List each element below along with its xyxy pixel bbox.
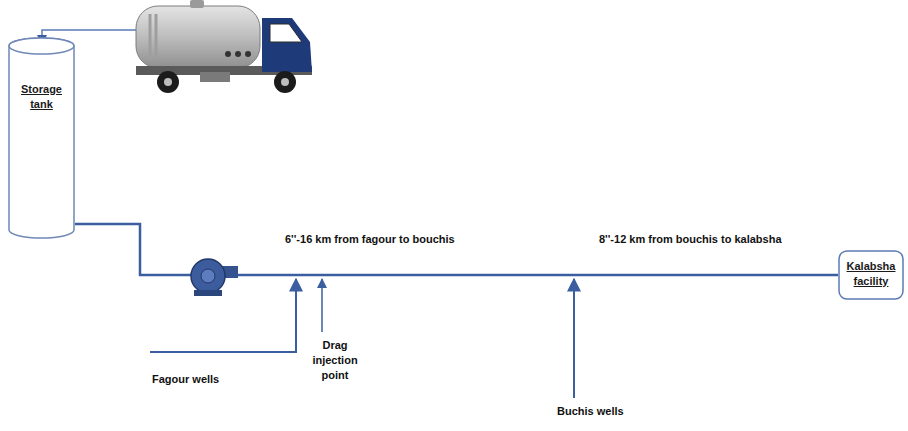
- facility-outline: [839, 251, 903, 299]
- truck-ladder: [149, 14, 152, 60]
- tanker-truck: [136, 0, 312, 93]
- pipeline: [75, 224, 838, 275]
- truck-box: [200, 72, 230, 82]
- tank-body: [9, 38, 74, 238]
- truck-light: [235, 51, 241, 57]
- tank-outline: [8, 38, 75, 238]
- pump-base: [194, 290, 222, 296]
- truck-hub: [164, 78, 172, 86]
- injection-label: Drag injection point: [304, 338, 366, 383]
- truck-wheel: [157, 71, 179, 93]
- pump-body: [191, 259, 225, 293]
- truck-cab: [262, 18, 312, 72]
- truck-hatch: [190, 0, 204, 8]
- fagour-inflow-arrow: [150, 279, 296, 352]
- facility-box: Kalabsha facility: [838, 250, 904, 300]
- truck-wheel: [274, 71, 296, 93]
- storage-tank: Storage tank: [8, 38, 75, 238]
- well-label: Fagour wells: [150, 372, 221, 387]
- injection-arrow: [321, 279, 323, 332]
- truck-ladder: [155, 14, 158, 60]
- pump-eye: [201, 269, 215, 283]
- pipeline-label: 6''-16 km from fagour to bouchis: [283, 232, 457, 247]
- well-label: Buchis wells: [555, 404, 626, 419]
- pipeline-label: 8''-12 km from bouchis to kalabsha: [597, 232, 784, 247]
- tank-top: [9, 38, 74, 54]
- truck-tank: [136, 6, 260, 68]
- pump-symbol: [191, 259, 238, 296]
- truck-window: [270, 24, 302, 42]
- node-title: Kalabsha facility: [843, 259, 899, 289]
- node-title: Storage tank: [16, 82, 68, 112]
- truck-light: [245, 51, 251, 57]
- buchis-inflow-arrow: [573, 279, 575, 398]
- truck-light: [225, 51, 231, 57]
- truck-hub: [281, 78, 289, 86]
